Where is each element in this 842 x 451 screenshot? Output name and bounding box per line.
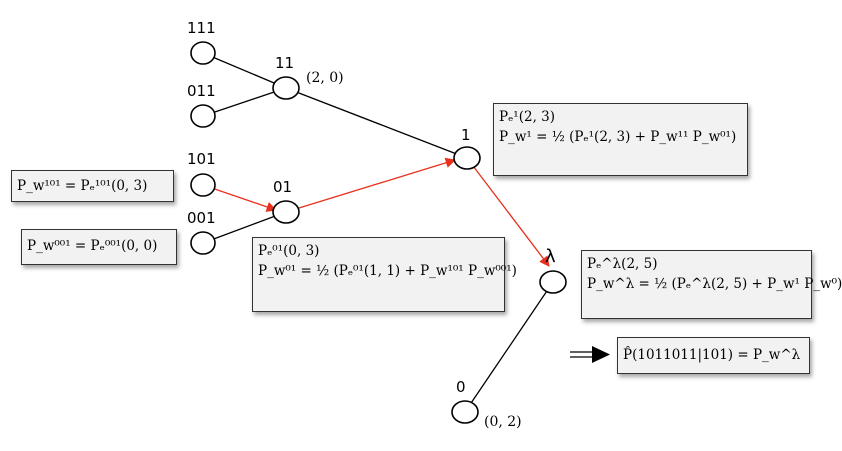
label-1: 1	[461, 126, 471, 144]
leaf-101-formula: P_w¹⁰¹ = Pₑ¹⁰¹(0, 3)	[17, 178, 148, 194]
node-101	[190, 173, 216, 197]
edge-lambda-0	[464, 281, 554, 413]
implies-arrow-icon	[570, 346, 610, 363]
root-weighted: P_w^λ = ½ (Pₑ^λ(2, 5) + P_w¹ P_w⁰)	[587, 276, 842, 292]
label-01: 01	[273, 178, 292, 196]
formula-box-root: Pₑ^λ(2, 5) P_w^λ = ½ (Pₑ^λ(2, 5) + P_w¹ …	[581, 250, 842, 319]
label-111: 111	[187, 19, 216, 37]
root-estimate: Pₑ^λ(2, 5)	[587, 256, 658, 272]
label-011: 011	[187, 82, 216, 100]
edge-01-1	[285, 157, 456, 213]
node-0	[451, 400, 479, 424]
formula-box-leaf-001: P_w⁰⁰¹ = Pₑ⁰⁰¹(0, 0)	[21, 229, 177, 265]
result-box: P̂(1011011|101) = P_w^λ	[617, 337, 810, 374]
node-1-estimate: Pₑ¹(2, 3)	[499, 109, 556, 125]
label-lambda: λ	[545, 246, 556, 267]
node-01-weighted: P_w⁰¹ = ½ (Pₑ⁰¹(1, 1) + P_w¹⁰¹ P_w⁰⁰¹)	[258, 263, 517, 279]
formula-box-leaf-101: P_w¹⁰¹ = Pₑ¹⁰¹(0, 3)	[11, 170, 174, 202]
node-011	[190, 104, 216, 128]
count-11: (2, 0)	[306, 70, 344, 86]
node-111	[190, 41, 216, 65]
result-formula: P̂(1011011|101) = P_w^λ	[623, 347, 801, 363]
edge-101-01	[202, 184, 277, 212]
edge-011-11	[202, 87, 287, 117]
label-001: 001	[187, 209, 216, 227]
node-1-weighted: P_w¹ = ½ (Pₑ¹(2, 3) + P_w¹¹ P_w⁰¹)	[499, 129, 737, 145]
edge-111-11	[202, 52, 287, 89]
leaf-001-formula: P_w⁰⁰¹ = Pₑ⁰⁰¹(0, 0)	[27, 238, 158, 254]
node-01-estimate: Pₑ⁰¹(0, 3)	[258, 243, 320, 259]
node-1	[453, 146, 481, 170]
node-lambda	[539, 270, 567, 294]
formula-box-node-1: Pₑ¹(2, 3) P_w¹ = ½ (Pₑ¹(2, 3) + P_w¹¹ P_…	[493, 103, 748, 176]
node-01	[272, 200, 300, 224]
count-0: (0, 2)	[484, 414, 522, 430]
label-0: 0	[456, 378, 466, 396]
node-11	[272, 76, 300, 100]
formula-box-node-01: Pₑ⁰¹(0, 3) P_w⁰¹ = ½ (Pₑ⁰¹(1, 1) + P_w¹⁰…	[252, 237, 517, 312]
label-11: 11	[275, 54, 294, 72]
edge-1-lambda	[466, 157, 550, 267]
edge-11-1	[285, 87, 468, 159]
label-101: 101	[187, 150, 216, 168]
node-001	[190, 231, 216, 255]
edge-001-01	[202, 211, 287, 244]
